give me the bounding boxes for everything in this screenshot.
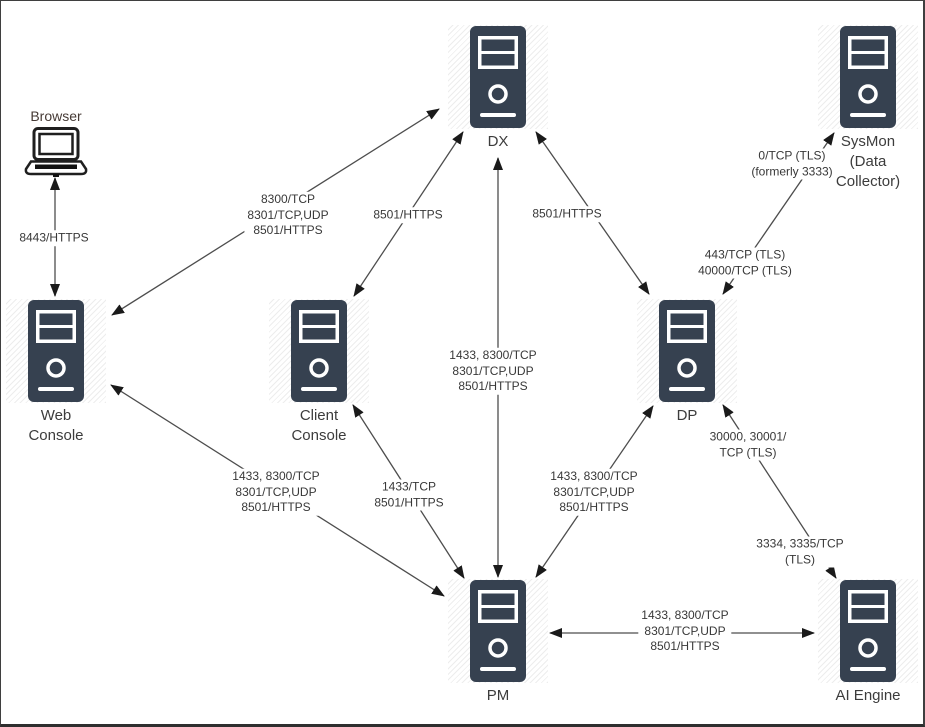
edge-label-dp-ai-engine-upper: 30000, 30001/ TCP (TLS) (706, 429, 790, 461)
server-shadow (818, 579, 918, 683)
edge-label-dp-pm: 1433, 8300/TCP 8301/TCP,UDP 8501/HTTPS (547, 468, 641, 516)
node-ai-engine: AI Engine (818, 579, 918, 706)
server-icon (28, 300, 84, 402)
edge-label-browser-web-console: 8443/HTTPS (16, 230, 92, 246)
server-icon (470, 580, 526, 682)
edge-label-dp-dx: 8501/HTTPS (529, 206, 605, 222)
node-label-client-console: Client Console (291, 407, 347, 444)
server-shadow (818, 25, 918, 129)
edge-label-dp-sysmon-lower: 443/TCP (TLS) 40000/TCP (TLS) (695, 247, 795, 279)
node-label-browser: Browser (30, 108, 82, 124)
edge-label-web-console-pm: 1433, 8300/TCP 8301/TCP,UDP 8501/HTTPS (229, 468, 323, 516)
server-shadow (448, 25, 548, 129)
node-pm: PM (448, 579, 548, 706)
server-icon (840, 580, 896, 682)
node-web-console: Web Console (6, 299, 106, 446)
node-browser: Browser (16, 108, 96, 177)
node-label-pm: PM (486, 687, 510, 704)
server-shadow (6, 299, 106, 403)
edge-label-web-console-dx: 8300/TCP 8301/TCP,UDP 8501/HTTPS (244, 191, 332, 239)
edge-label-client-console-dx: 8501/HTTPS (370, 207, 446, 223)
node-label-sysmon: SysMon (Data Collector) (835, 133, 901, 190)
edge-label-dp-sysmon-upper: 0/TCP (TLS) (formerly 3333) (748, 148, 836, 180)
server-shadow (637, 299, 737, 403)
node-dx: DX (448, 25, 548, 152)
node-label-web-console: Web Console (28, 407, 84, 444)
node-label-dx: DX (487, 133, 509, 150)
edge-label-dp-ai-engine-lower: 3334, 3335/TCP (TLS) (753, 536, 847, 568)
server-icon (840, 26, 896, 128)
node-label-dp: DP (676, 407, 698, 424)
edge-label-client-console-pm: 1433/TCP 8501/HTTPS (371, 479, 447, 511)
server-icon (291, 300, 347, 402)
edge-label-pm-ai-engine: 1433, 8300/TCP 8301/TCP,UDP 8501/HTTPS (638, 607, 732, 655)
server-shadow (448, 579, 548, 683)
node-sysmon: SysMon (Data Collector) (818, 25, 918, 192)
node-client-console: Client Console (269, 299, 369, 446)
server-icon (470, 26, 526, 128)
laptop-icon (24, 127, 88, 177)
edge-label-dx-pm: 1433, 8300/TCP 8301/TCP,UDP 8501/HTTPS (446, 347, 540, 395)
server-shadow (269, 299, 369, 403)
node-label-ai-engine: AI Engine (835, 687, 901, 704)
server-icon (659, 300, 715, 402)
node-dp: DP (637, 299, 737, 426)
